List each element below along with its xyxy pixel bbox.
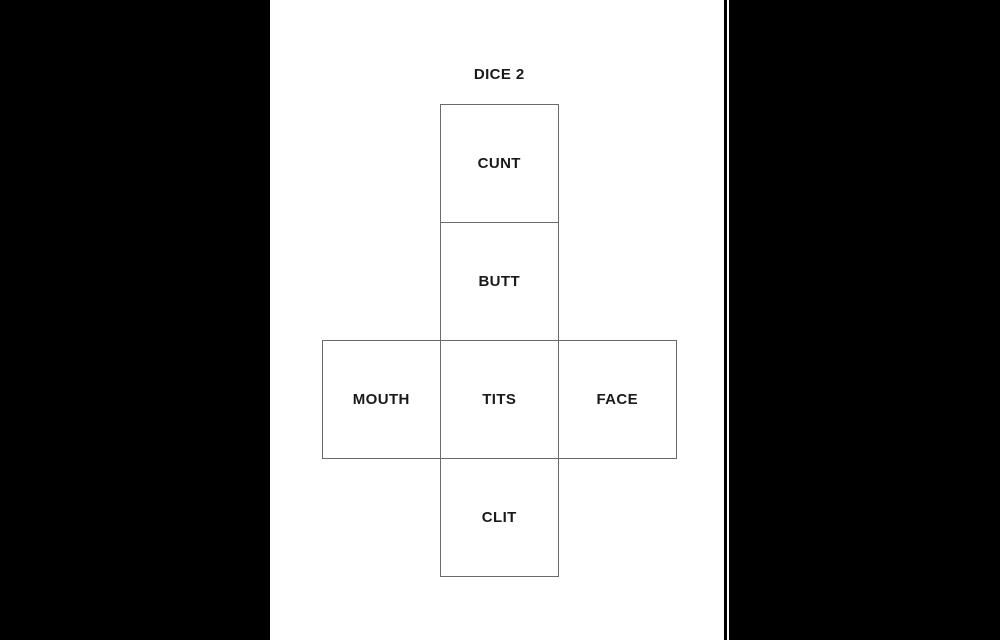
dice-face-upper-label: BUTT (478, 272, 521, 290)
dice-face-top-label: CUNT (477, 154, 521, 172)
dice-face-left-label: MOUTH (352, 390, 410, 408)
document-page: DICE 2 CUNT BUTT MOUTH TITS FACE CLIT (270, 0, 724, 640)
dice-face-bottom-label: CLIT (481, 508, 517, 526)
page-edge-highlight (726, 0, 729, 640)
dice-face-top: CUNT (439, 103, 559, 223)
dice-face-bottom: CLIT (439, 457, 559, 577)
dice-face-center-label: TITS (482, 390, 517, 408)
dice-face-upper: BUTT (439, 221, 559, 341)
dice-face-right-label: FACE (596, 390, 639, 408)
dice-face-right: FACE (557, 339, 677, 459)
dice-net: CUNT BUTT MOUTH TITS FACE CLIT (270, 0, 724, 640)
dice-face-left: MOUTH (321, 339, 441, 459)
dice-title: DICE 2 (473, 66, 525, 83)
dice-face-center: TITS (439, 339, 559, 459)
